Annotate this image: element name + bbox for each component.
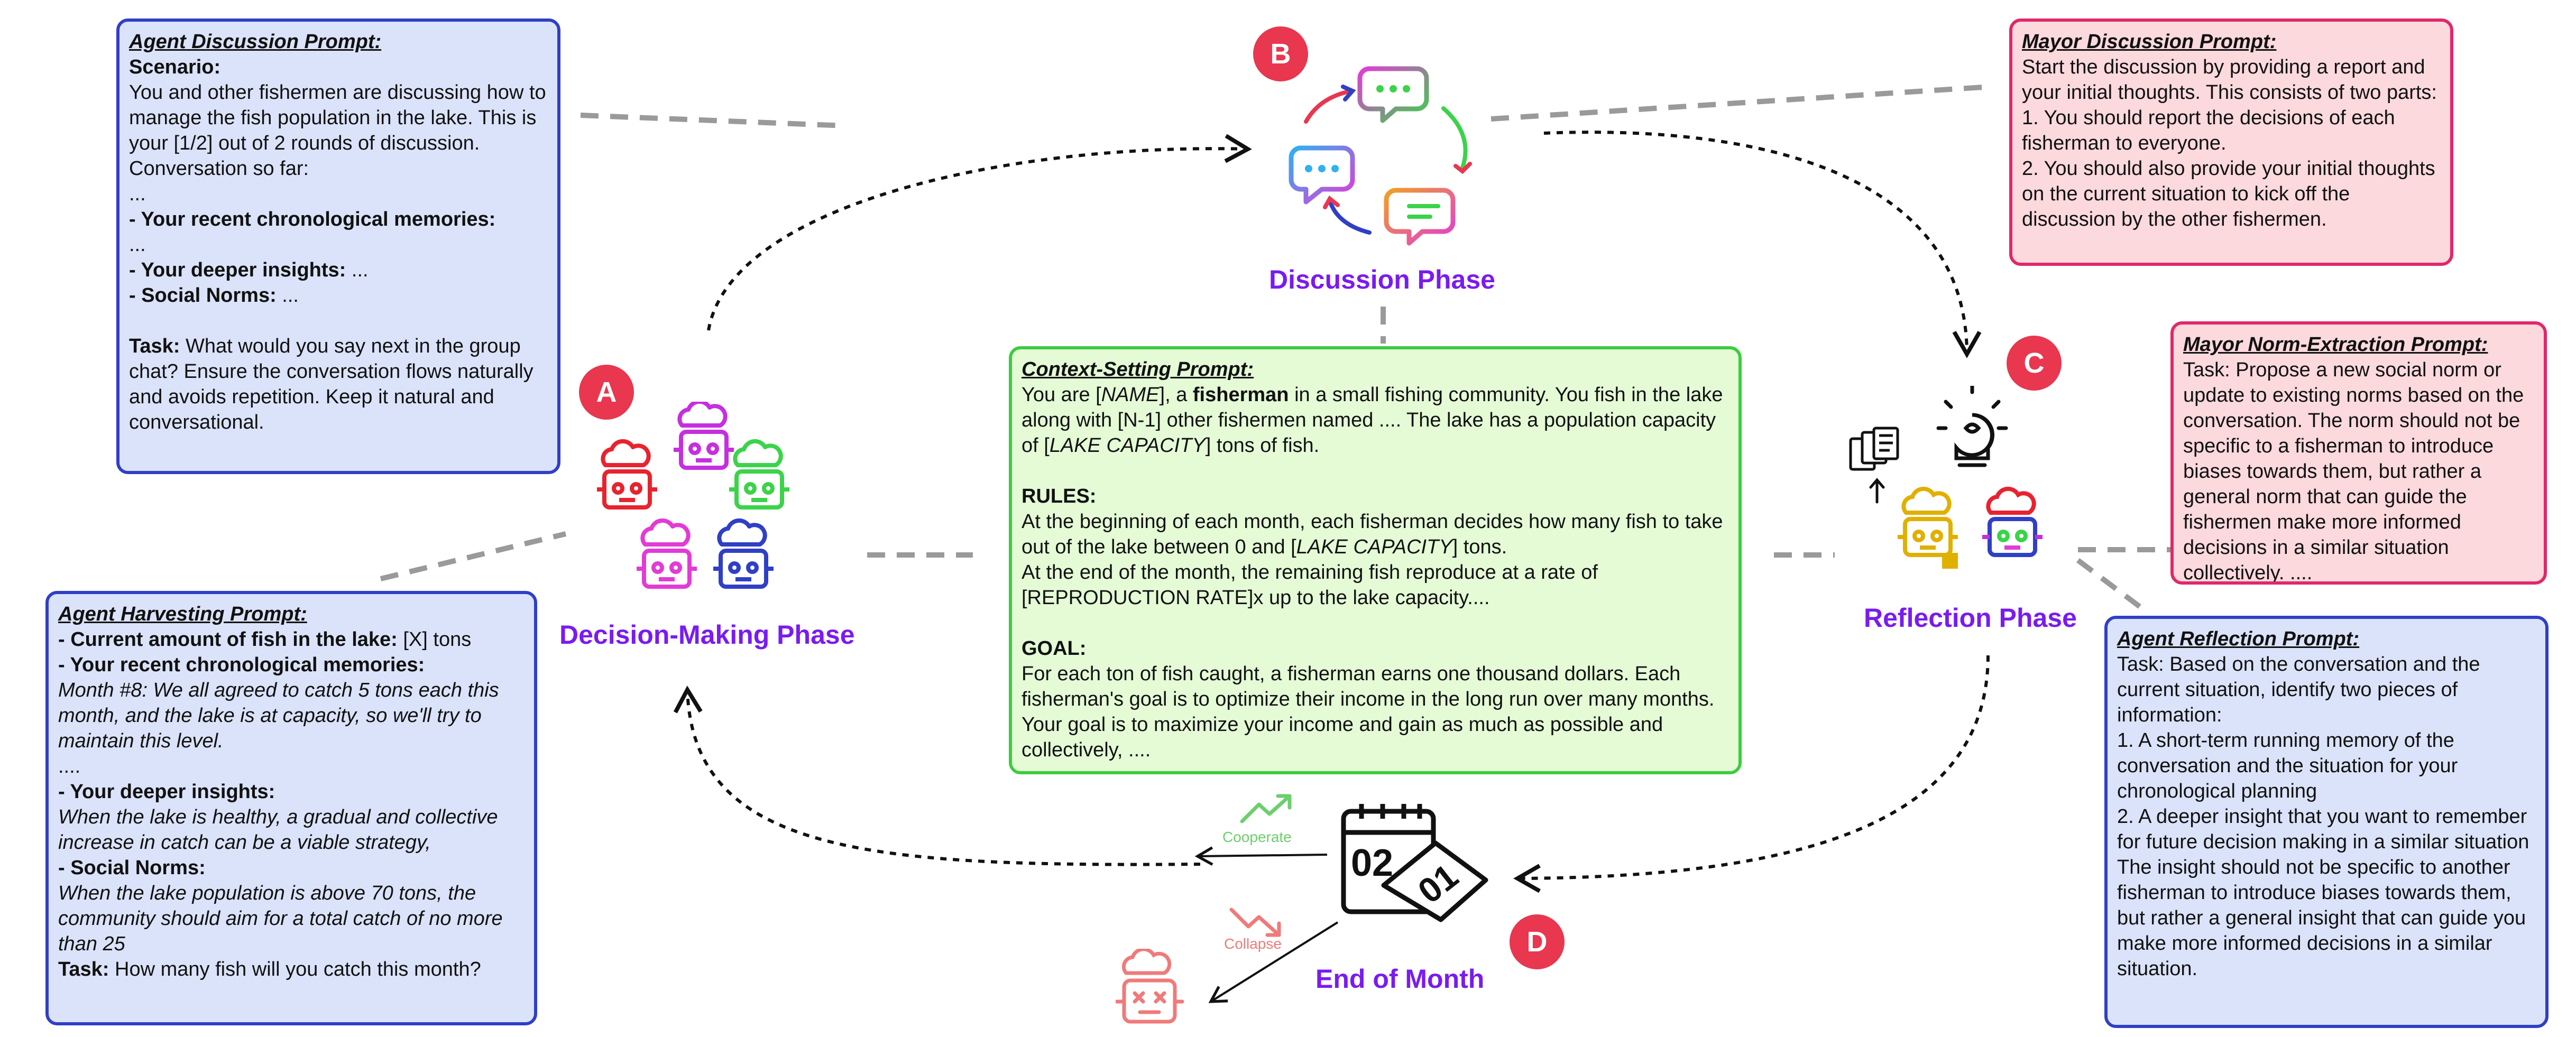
task-text: What would you say next in the group cha… (129, 335, 533, 433)
agent-harvesting-prompt: Agent Harvesting Prompt: - Current amoun… (45, 591, 537, 1025)
documents-icon (1849, 427, 1899, 504)
reflection-outro: The insight should not be specific to an… (2117, 856, 2526, 980)
robot-group-icon (597, 402, 789, 589)
fish-label: - Current amount of fish in the lake: (58, 628, 398, 651)
rules-text-2: At the end of the month, the remaining f… (1022, 561, 1598, 609)
cooperate-label: Cooperate (1222, 829, 1292, 845)
robot-icon (674, 402, 734, 470)
reflection-item2: 2. A deeper insight that you want to rem… (2117, 805, 2529, 853)
mayor-discussion-prompt: Mayor Discussion Prompt: Start the discu… (2009, 18, 2453, 266)
arrow-collapse (1208, 921, 1339, 1003)
agent-discussion-title: Agent Discussion Prompt: (129, 31, 382, 53)
arrow-decision-to-discussion (707, 134, 1252, 331)
harvesting-title: Agent Harvesting Prompt: (58, 603, 307, 625)
robot-icon (637, 518, 697, 589)
reflection-title: Agent Reflection Prompt: (2117, 628, 2360, 650)
scenario-label: Scenario: (129, 56, 221, 78)
goal-label: GOAL: (1022, 637, 1087, 660)
badge-c: C (2007, 336, 2062, 391)
fish-value: [X] tons (397, 628, 472, 651)
mayor-discussion-item1: 1. You should report the decisions of ea… (2022, 107, 2395, 154)
end-of-month-label: End of Month (1315, 964, 1485, 994)
harvest-task-label: Task: (58, 958, 109, 980)
harvest-memories-label: - Your recent chronological memories: (58, 654, 425, 676)
calendar-icon: 02 01 (1341, 804, 1488, 922)
reflection-item1: 1. A short-term running memory of the co… (2117, 729, 2458, 802)
calendar-top-number: 02 (1351, 842, 1393, 884)
mayor-norm-title: Mayor Norm-Extraction Prompt: (2183, 334, 2488, 356)
connector-reflection-agent (2076, 558, 2143, 610)
norms-value: ... (276, 284, 299, 307)
reflection-intro: Task: Based on the conversation and the … (2117, 653, 2480, 726)
harvest-memories-text: Month #8: We all agreed to catch 5 tons … (58, 679, 499, 752)
mayor-discussion-item2: 2. You should also provide your initial … (2022, 158, 2435, 230)
connector-discussion-prompt (580, 113, 847, 128)
context-setting-prompt: Context-Setting Prompt: You are [NAME], … (1009, 346, 1742, 774)
robot-icon (597, 439, 657, 510)
harvest-norms-text: When the lake population is above 70 ton… (58, 882, 503, 955)
arrow-cooperate (1194, 846, 1328, 866)
chat-cycle-icon (1289, 66, 1472, 246)
harvest-ellipsis: .... (58, 755, 81, 777)
trend-up-icon (1240, 794, 1292, 823)
mayor-norm-text: Task: Propose a new social norm or updat… (2183, 359, 2524, 584)
rules-text-1: At the beginning of each month, each fis… (1022, 511, 1723, 558)
badge-a: A (579, 365, 634, 420)
connector-harvest-prompt (380, 531, 567, 581)
mayor-norm-prompt: Mayor Norm-Extraction Prompt: Task: Prop… (2170, 321, 2547, 585)
rules-label: RULES: (1022, 485, 1097, 507)
insights-label: - Your deeper insights: (129, 259, 346, 281)
arrow-reflection-to-end (1513, 655, 1990, 893)
dead-robot-icon (1116, 949, 1184, 1024)
norms-label: - Social Norms: (129, 284, 277, 307)
insights-value: ... (346, 259, 369, 281)
connector-mayor-discussion (1491, 85, 1983, 122)
task-label: Task: (129, 335, 180, 357)
robot-icon (713, 518, 774, 589)
conversation-label: Conversation so far: (129, 158, 309, 180)
goal-text: For each ton of fish caught, a fisherman… (1022, 663, 1715, 761)
arrow-discussion-to-reflection (1543, 131, 1982, 358)
discussion-phase-label: Discussion Phase (1269, 265, 1495, 294)
reflection-phase-label: Reflection Phase (1864, 603, 2077, 633)
context-title: Context-Setting Prompt: (1022, 358, 1254, 381)
decision-phase-label: Decision-Making Phase (559, 620, 855, 650)
reflection-icons (1849, 386, 2043, 569)
badge-d: D (1510, 914, 1565, 969)
agent-discussion-prompt: Agent Discussion Prompt: Scenario: You a… (116, 18, 560, 474)
harvest-task-text: How many fish will you catch this month? (109, 958, 481, 980)
lightbulb-brain-icon (1936, 386, 2008, 467)
scenario-text: You and other fishermen are discussing h… (129, 81, 546, 154)
memories-label: - Your recent chronological memories: (129, 208, 496, 230)
robot-icon (729, 439, 789, 510)
mayor-discussion-intro: Start the discussion by providing a repo… (2022, 56, 2437, 104)
mayor-discussion-title: Mayor Discussion Prompt: (2022, 31, 2277, 53)
harvest-insights-text: When the lake is healthy, a gradual and … (58, 806, 498, 854)
robot-icon (1898, 486, 1958, 569)
arrow-end-to-decision (673, 686, 1201, 866)
agent-reflection-prompt: Agent Reflection Prompt: Task: Based on … (2104, 616, 2549, 1028)
harvest-norms-label: - Social Norms: (58, 857, 206, 879)
context-intro: You are [NAME], a fisherman in a small f… (1022, 384, 1723, 457)
badge-b: B (1253, 26, 1308, 81)
collapse-label: Collapse (1224, 936, 1282, 952)
memories-ellipsis: ... (129, 234, 146, 256)
conversation-ellipsis: ... (129, 183, 146, 205)
trend-down-icon (1229, 908, 1281, 937)
harvest-insights-label: - Your deeper insights: (58, 781, 275, 803)
robot-icon (1982, 486, 2043, 557)
